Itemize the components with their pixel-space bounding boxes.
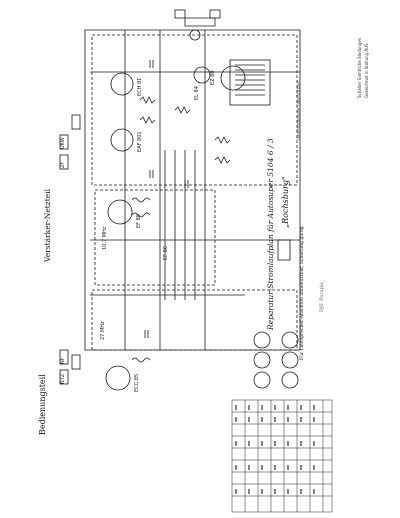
tag-box-1 — [59, 134, 69, 150]
tag-box-6 — [71, 354, 81, 370]
tube-label-5: EL 84 — [194, 86, 200, 100]
tag-box-9 — [277, 239, 291, 261]
tag-box-5 — [71, 114, 81, 130]
brand-name: „Rochsburg" — [281, 176, 290, 228]
fuse-symbol — [184, 17, 216, 27]
tag-zf: ZF — [60, 161, 66, 168]
tag-10-7mhz: 10,7 MHz — [102, 226, 108, 250]
tube-ez80-symbol — [193, 66, 211, 84]
tag-nf: NF — [60, 357, 66, 364]
side-note-2: Gezeichnet in Stellung AUS — [364, 43, 369, 98]
pin-diagram-3 — [253, 371, 271, 389]
tag-box-2 — [59, 154, 69, 170]
tag-box-7 — [174, 9, 186, 19]
pin-diagram-2 — [253, 351, 271, 369]
tube-label-1: ECH 81 — [137, 77, 143, 96]
tube-eaf801-symbol — [110, 128, 134, 152]
schematic-frame — [84, 29, 301, 351]
tag-box-4 — [59, 369, 69, 385]
capacitor-symbols — [144, 60, 189, 338]
tag-27mhz: 27 MHz — [100, 321, 106, 340]
tube-label-3: EF 89 — [136, 214, 142, 228]
if-coil-symbols — [131, 197, 151, 363]
side-note-3: Gleichstromlose Gleichrichter — [296, 80, 301, 140]
tube-label-7: EZ 80 — [210, 70, 216, 85]
tube-ecc85-symbol — [105, 365, 131, 391]
section-label-left: Bedienungsteil — [38, 374, 47, 435]
schematic-title: Reparatur-Stromlaufplan für Autosuper 51… — [266, 138, 275, 330]
tag-box-3 — [59, 349, 69, 365]
module-control-boundary — [91, 289, 298, 351]
tube-label-6: EF 80 — [163, 246, 169, 260]
module-amplifier-boundary — [91, 34, 298, 186]
tag-box-8 — [209, 9, 221, 19]
pin-diagram-5 — [281, 351, 299, 369]
tube-voltage-table — [231, 399, 333, 513]
pin-diagram-6 — [281, 371, 299, 389]
footer-note: Für Lautsprecher-Anschluß unbenutzbar, S… — [300, 226, 305, 360]
section-label-right: Verstärker-Netzteil — [43, 189, 52, 262]
tube-ech81-symbol — [110, 72, 134, 96]
scan-mark: DJF Parapis — [319, 282, 325, 312]
tube-label-4: ECC 85 — [134, 373, 140, 392]
tag-ntz: NTZ — [60, 373, 66, 384]
speaker-symbol — [189, 29, 201, 41]
pin-diagram-1 — [253, 331, 271, 349]
pin-diagram-4 — [281, 331, 299, 349]
tube-el84-symbol — [220, 65, 246, 91]
tube-ef89-symbol — [107, 199, 133, 225]
output-transformer-symbol — [229, 59, 271, 106]
resistor-symbols — [139, 96, 231, 164]
tube-label-2: EAF 801 — [137, 131, 143, 152]
tag-ukw: UKW — [60, 137, 66, 149]
module-tuner-boundary — [94, 189, 216, 286]
side-note-1: Schalter Sämtliche Stellungen — [357, 37, 362, 98]
